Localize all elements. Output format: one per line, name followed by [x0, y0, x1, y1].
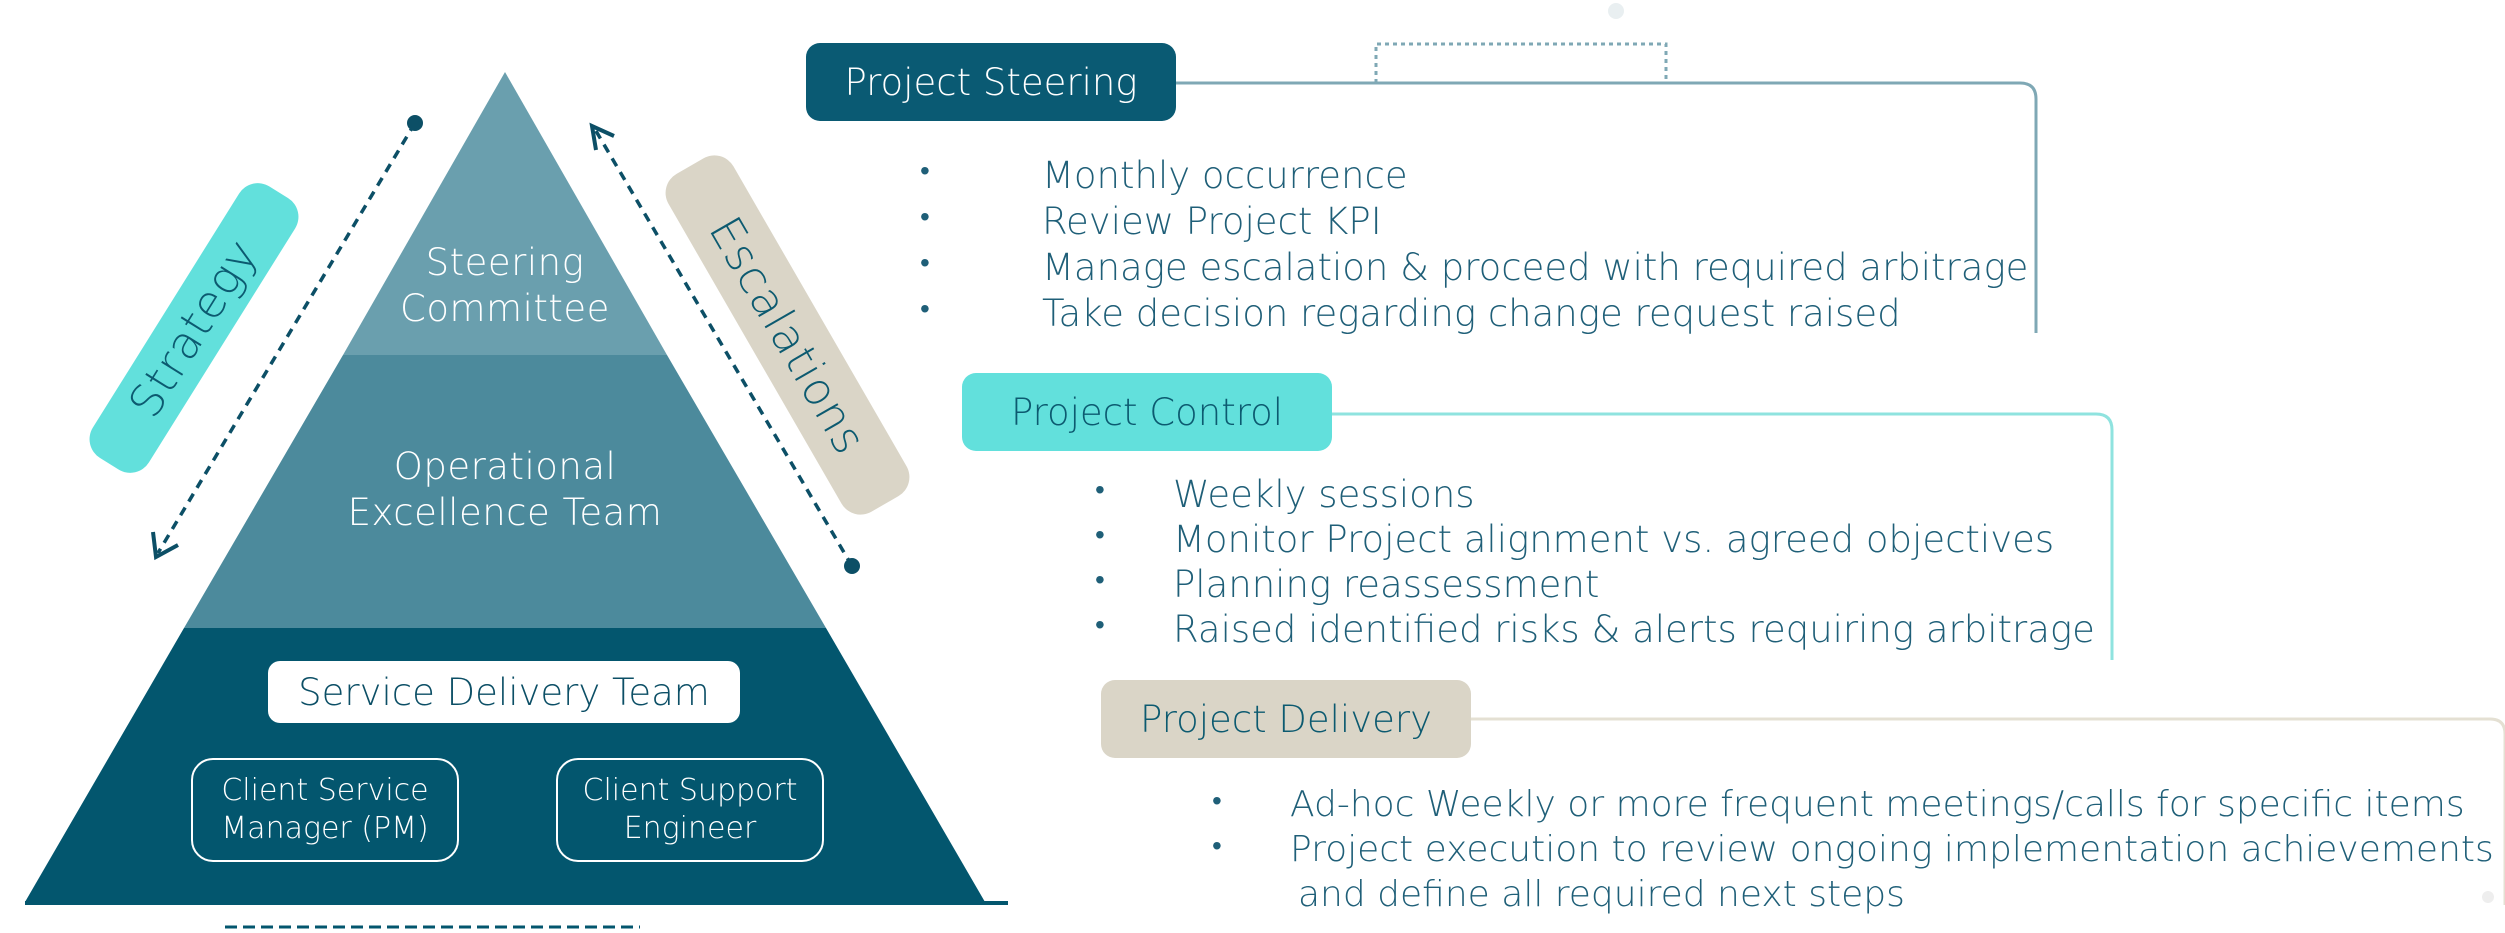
list-item: •Manage escalation & proceed with requir… — [920, 246, 2029, 289]
strategy-arrow — [156, 122, 417, 554]
list-item: •Planning reassessment — [1095, 563, 1600, 606]
project-delivery-header: Project Delivery — [1101, 680, 1471, 758]
list-item: •Monitor Project alignment vs. agreed ob… — [1095, 518, 2055, 561]
project-control-header: Project Control — [962, 373, 1332, 451]
project-control-bullets: •Weekly sessions •Monitor Project alignm… — [1095, 473, 2095, 653]
project-delivery-bullets: •Ad-hoc Weekly or more frequent meetings… — [1212, 784, 2494, 919]
steering-connector — [1176, 81, 2038, 333]
operational-excellence-label: Operational Excellence Team — [347, 445, 663, 534]
strategy-arrowhead-icon — [151, 531, 179, 561]
service-delivery-team-box: Service Delivery Team — [268, 661, 740, 723]
list-item: •Review Project KPI — [920, 200, 1382, 243]
project-steering-header: Project Steering — [806, 43, 1176, 121]
escalations-arrowhead-icon — [589, 122, 615, 151]
pyramid-tier-delivery — [25, 628, 985, 902]
list-item: •Take decision regarding change request … — [920, 292, 1901, 335]
service-delivery-team-label: Service Delivery Team — [298, 670, 710, 714]
list-item: •Ad-hoc Weekly or more frequent meetings… — [1212, 784, 2465, 825]
delivery-end-dot — [2482, 891, 2494, 903]
pyramid-tier-steering — [343, 72, 667, 355]
top-faint-dot — [1608, 3, 1624, 19]
client-service-manager-box: Client Service Manager (PM) — [191, 758, 459, 862]
list-item: and define all required next steps — [1298, 874, 1905, 915]
steering-dotted-bracket — [1374, 42, 1668, 83]
control-connector — [1332, 412, 2114, 660]
client-support-engineer-box: Client Support Engineer — [556, 758, 824, 862]
escalations-arrow — [594, 130, 854, 567]
project-steering-bullets: •Monthly occurrence •Review Project KPI … — [920, 154, 2029, 338]
steering-committee-label: Steering Committee — [400, 241, 610, 330]
pyramid-tier-operational — [184, 355, 826, 628]
list-item: •Project execution to review ongoing imp… — [1212, 829, 2494, 870]
escalations-arrow-start-dot — [844, 558, 860, 574]
strategy-arrow-start-dot — [407, 115, 423, 131]
list-item: •Monthly occurrence — [920, 154, 1408, 197]
list-item: •Raised identified risks & alerts requir… — [1095, 608, 2095, 651]
list-item: •Weekly sessions — [1095, 473, 1475, 516]
